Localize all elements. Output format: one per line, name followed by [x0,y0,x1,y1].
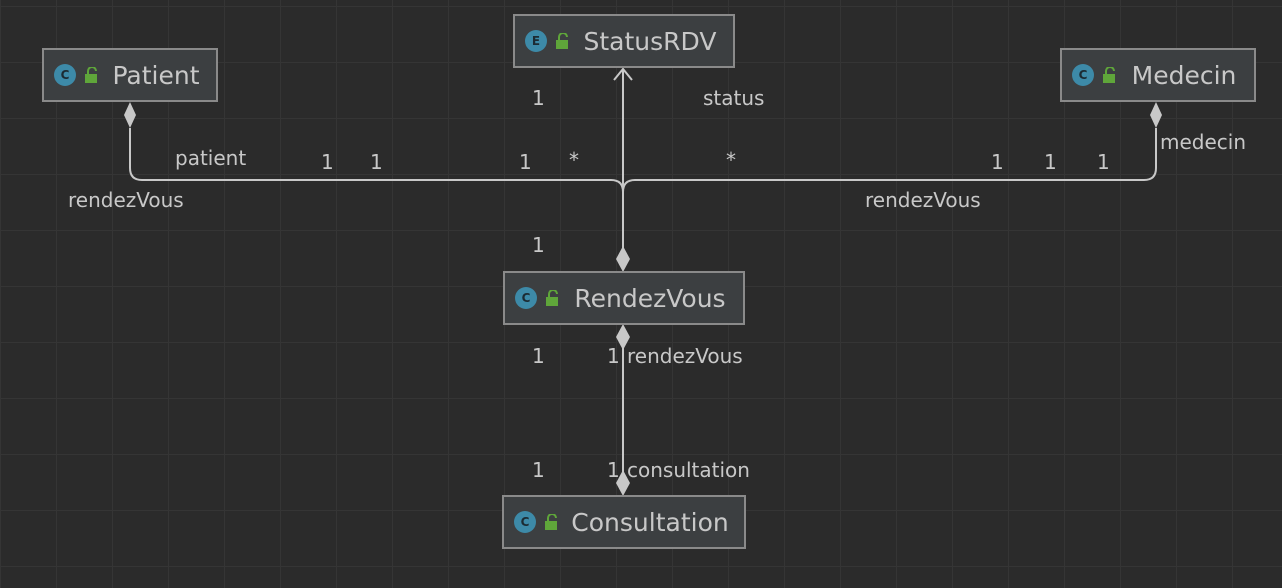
node-title: Patient [112,60,200,90]
class-icon: C [1072,64,1094,86]
node-title: Consultation [571,507,729,537]
class-icon: C [54,64,76,86]
multiplicity-label: 1 [991,150,1004,174]
role-label-rendezvous: rendezVous [68,188,184,212]
diamond-medecin [1150,102,1162,128]
multiplicity-label: 1 [607,458,620,482]
role-label-rendezvous: rendezVous [865,188,981,212]
class-node-consultation[interactable]: C Consultation [502,495,746,549]
multiplicity-label: 1 [532,458,545,482]
role-label-medecin: medecin [1160,130,1247,154]
unlocked-icon [1103,67,1115,83]
enum-icon: E [525,30,547,52]
diamond-consultation [616,470,630,496]
multiplicity-label: 1 [1097,150,1110,174]
role-label-patient: patient [175,146,247,170]
unlocked-icon [85,67,97,83]
multiplicity-label: 1 [532,233,545,257]
multiplicity-label: * [569,148,579,172]
edge-medecin-rendezvous [622,128,1157,193]
role-label-rendezvous: rendezVous [627,344,743,368]
unlocked-icon [556,33,568,49]
unlocked-icon [545,514,557,530]
multiplicity-label: 1 [321,150,334,174]
multiplicity-label: 1 [519,150,532,174]
multiplicity-label: 1 [1044,150,1057,174]
enum-node-statusrdv[interactable]: E StatusRDV [513,14,735,68]
multiplicity-label: 1 [607,344,620,368]
node-title: RendezVous [574,283,726,313]
role-label-status: status [703,86,765,110]
class-icon: C [514,511,536,533]
class-node-medecin[interactable]: C Medecin [1060,48,1256,102]
diamond-rendezvous-bottom [616,324,630,350]
multiplicity-label: * [726,148,736,172]
class-node-rendezvous[interactable]: C RendezVous [503,271,745,325]
multiplicity-label: 1 [532,344,545,368]
class-icon: C [515,287,537,309]
class-node-patient[interactable]: C Patient [42,48,218,102]
arrowhead-status [613,67,633,81]
diamond-rendezvous-top [616,246,630,272]
multiplicity-label: 1 [370,150,383,174]
role-label-consultation: consultation [627,458,750,482]
multiplicity-label: 1 [532,86,545,110]
node-title: Medecin [1131,60,1237,90]
unlocked-icon [546,290,558,306]
diamond-patient [124,102,136,128]
node-title: StatusRDV [583,26,717,56]
